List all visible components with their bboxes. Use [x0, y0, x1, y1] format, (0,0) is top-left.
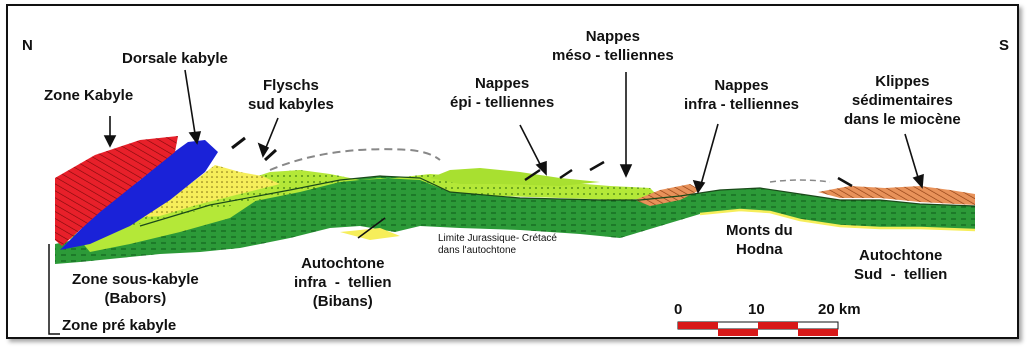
label-limite: Limite Jurassique- Crétacé dans l'autoch… [438, 233, 557, 257]
thrust-tick-1 [232, 138, 245, 148]
thrust-tick-6 [838, 178, 852, 186]
arrow-infra [700, 124, 718, 188]
arrow-epi [520, 125, 543, 170]
label-autochtone-infra: Autochtone infra - tellien (Bibans) [294, 254, 392, 311]
scale-seg-1 [678, 322, 718, 329]
scale-seg-2 [758, 322, 798, 329]
scale-bar [678, 322, 838, 336]
eroded-envelope-east [770, 180, 830, 182]
arrow-flyschs [265, 118, 278, 150]
north-label: N [22, 36, 33, 55]
label-nappes-infra: Nappes infra - telliennes [684, 76, 799, 114]
label-dorsale-kabyle: Dorsale kabyle [122, 49, 228, 68]
arrow-dorsale [185, 70, 196, 140]
label-monts-hodna: Monts du Hodna [726, 221, 793, 259]
label-nappes-meso: Nappes méso - telliennes [552, 27, 674, 65]
label-zone-pre-kabyle: Zone pré kabyle [62, 316, 176, 335]
eroded-envelope [270, 149, 440, 170]
scale-seg-4 [798, 329, 838, 336]
label-nappes-epi: Nappes épi - telliennes [450, 74, 554, 112]
scale-seg-3 [718, 329, 758, 336]
label-zone-sous-kabyle: Zone sous-kabyle (Babors) [72, 270, 199, 308]
scale-tick-20: 20 km [818, 300, 861, 319]
south-label: S [999, 36, 1009, 55]
label-zone-kabyle: Zone Kabyle [44, 86, 133, 105]
scale-tick-0: 0 [674, 300, 682, 319]
label-autochtone-sud: Autochtone Sud - tellien [854, 246, 947, 284]
thrust-tick-4 [560, 170, 572, 178]
scale-tick-10: 10 [748, 300, 765, 319]
thrust-tick-5 [590, 162, 604, 170]
label-flyschs: Flyschs sud kabyles [248, 76, 334, 114]
label-klippes: Klippes sédimentaires dans le miocène [844, 72, 961, 129]
